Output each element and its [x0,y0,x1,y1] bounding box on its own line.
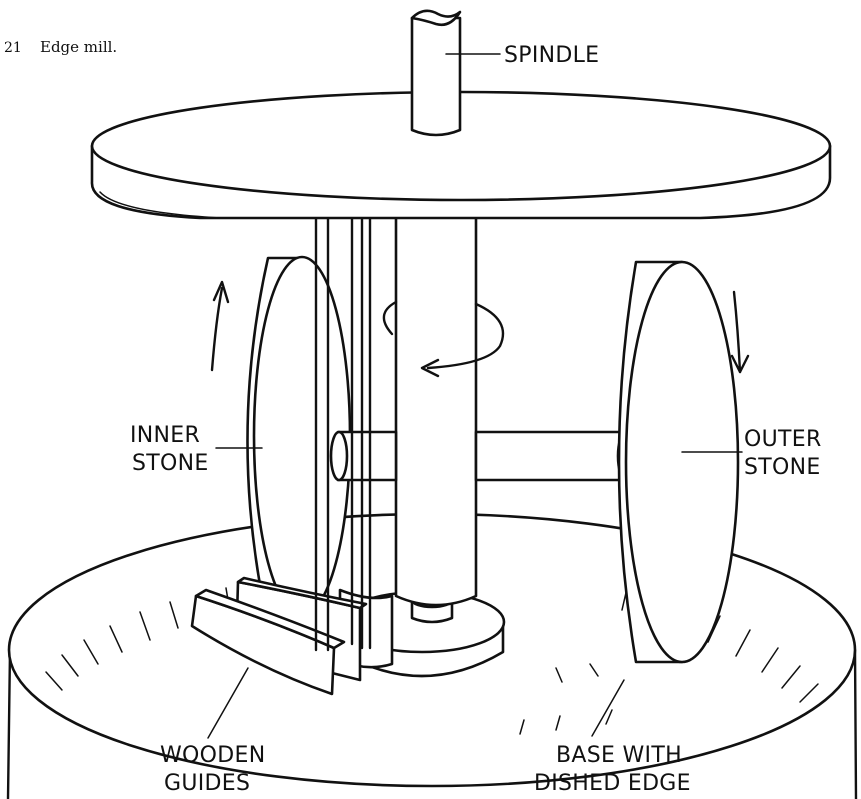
label-outer-stone-line2: STONE [744,455,821,480]
label-outer-stone-line1: OUTER [744,427,822,452]
label-base-line2: DISHED EDGE [534,771,691,796]
wooden-guides [190,208,394,696]
label-spindle: SPINDLE [504,43,599,68]
wooden-guides-leader [207,667,249,739]
label-wooden-guides-line1: WOODEN [160,743,265,768]
spindle [410,9,462,137]
inner-axle [329,430,398,482]
figure-caption: Edge mill. [40,38,117,56]
leader-lines [207,53,743,739]
inner-stone-arrow-icon [210,280,230,372]
outer-axle [474,430,636,482]
base-leader [591,679,625,737]
top-disc [90,90,832,220]
outer-stone [617,260,740,664]
label-inner-stone-line1: INNER [130,423,200,448]
column-rotation-arrow-icon [382,300,505,378]
outer-stone-arrow-icon [730,290,750,374]
label-wooden-guides-line2: GUIDES [164,771,250,796]
label-inner-stone-line2: STONE [132,451,209,476]
label-base-line1: BASE WITH [556,743,682,768]
figure-number: 21 [4,40,22,56]
inner-stone [246,255,352,618]
